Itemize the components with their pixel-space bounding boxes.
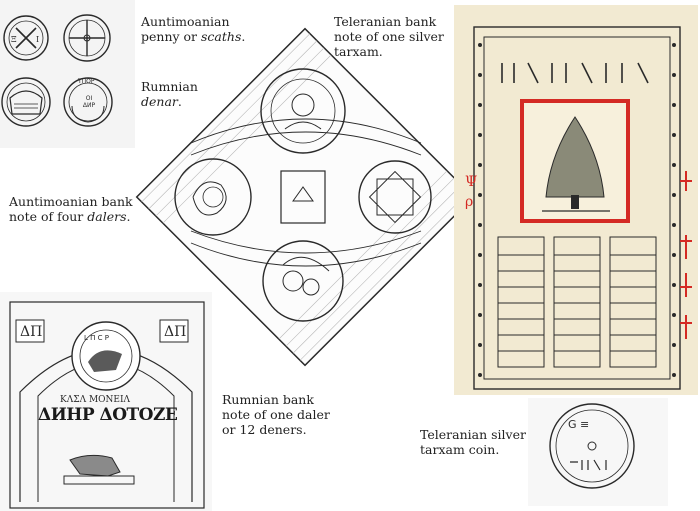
teleranian-silver-coin — [528, 398, 668, 506]
svg-text:I: I — [36, 35, 39, 44]
rumnian-small-inscription: ΚΛΣΛ ΜΟΝΕΙΛ — [60, 395, 131, 405]
teleranian-red-side-glyph: Ψ ρ — [465, 174, 478, 210]
caption-teleranian-coin: Teleranian silver tarxam coin. — [420, 427, 526, 457]
tree-emblem — [542, 116, 610, 212]
caption-rumnian-denar: Rumnian denar. — [141, 79, 198, 109]
diamond-top-medallion — [260, 68, 346, 154]
diamond-right-medallion — [358, 160, 432, 234]
rumnian-big-inscription: ΔИΗΡ ΔΟΤΟΖΕ — [38, 405, 178, 425]
caption-rumnian-note: Rumnian bank note of one daler or 12 den… — [222, 392, 330, 437]
caption-auntimoanian-note: Auntimoanian bank note of four dalers. — [9, 194, 133, 224]
rumnian-rim-inscription: L Π C P — [84, 334, 109, 342]
rumnian-corner-right: ΔΠ — [164, 324, 187, 340]
teleranian-banknote — [454, 5, 698, 395]
coin-crown — [1, 77, 51, 127]
coin-centre-inscription: OI ΔИΡ — [82, 95, 96, 109]
auntimoanian-banknote-diamond — [135, 27, 475, 367]
diamond-bottom-medallion — [262, 240, 344, 322]
diamond-left-medallion — [174, 158, 252, 236]
teleranian-coin-glyph: G ≡ — [568, 418, 590, 431]
rumnian-corner-left: ΔΠ — [20, 324, 43, 340]
coin-obverse-cross: Ξ I — [3, 15, 49, 61]
caption-teleranian-note: Teleranian bank note of one silver tarxa… — [334, 14, 444, 59]
coin-wreath — [63, 77, 113, 127]
rumnian-banknote — [0, 292, 212, 511]
caption-auntimoanian-penny: Auntimoanian penny or scaths. — [141, 14, 246, 44]
coin-reverse-cross — [63, 14, 111, 62]
diamond-center-emblem — [280, 170, 326, 224]
auntimoanian-coins-sketch: Ξ I — [0, 0, 135, 148]
coin-rim-inscription: ΤΠΟΡ — [78, 78, 95, 85]
svg-text:Ξ: Ξ — [11, 35, 17, 44]
